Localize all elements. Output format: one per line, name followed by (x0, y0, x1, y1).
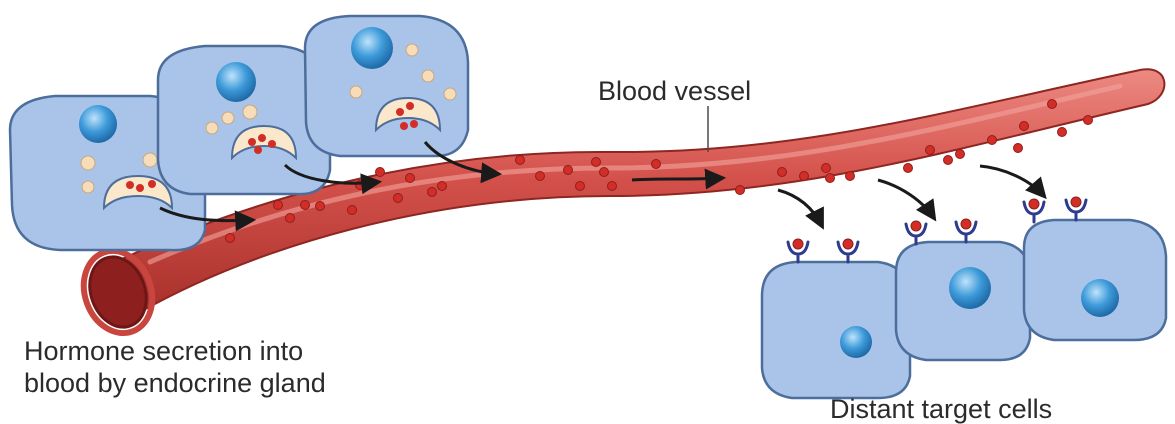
source-label-line1: Hormone secretion into (24, 336, 303, 366)
nucleus (949, 267, 991, 309)
nucleus (351, 27, 393, 69)
receptor (788, 239, 808, 262)
target-cells (762, 220, 1166, 398)
receptor (956, 219, 976, 242)
nucleus (840, 326, 872, 358)
vessel-label: Blood vessel (598, 76, 751, 106)
target-cell-1 (762, 262, 910, 398)
nucleus (1081, 279, 1119, 317)
arrow-flow-1 (632, 178, 722, 180)
endocrine-cell-3 (305, 16, 468, 156)
receptor (906, 221, 926, 244)
receptor (1024, 199, 1044, 222)
nucleus (79, 105, 117, 143)
arrow-to-target-2 (878, 180, 934, 218)
target-cell-2 (896, 242, 1030, 360)
arrow-to-target-1 (778, 190, 822, 226)
receptor (838, 239, 858, 262)
source-label-line2: blood by endocrine gland (24, 368, 326, 398)
nucleus (216, 62, 256, 102)
target-label: Distant target cells (830, 394, 1052, 424)
receptor (1066, 197, 1086, 220)
arrow-to-target-3 (980, 166, 1044, 196)
target-cell-3 (1024, 220, 1166, 340)
